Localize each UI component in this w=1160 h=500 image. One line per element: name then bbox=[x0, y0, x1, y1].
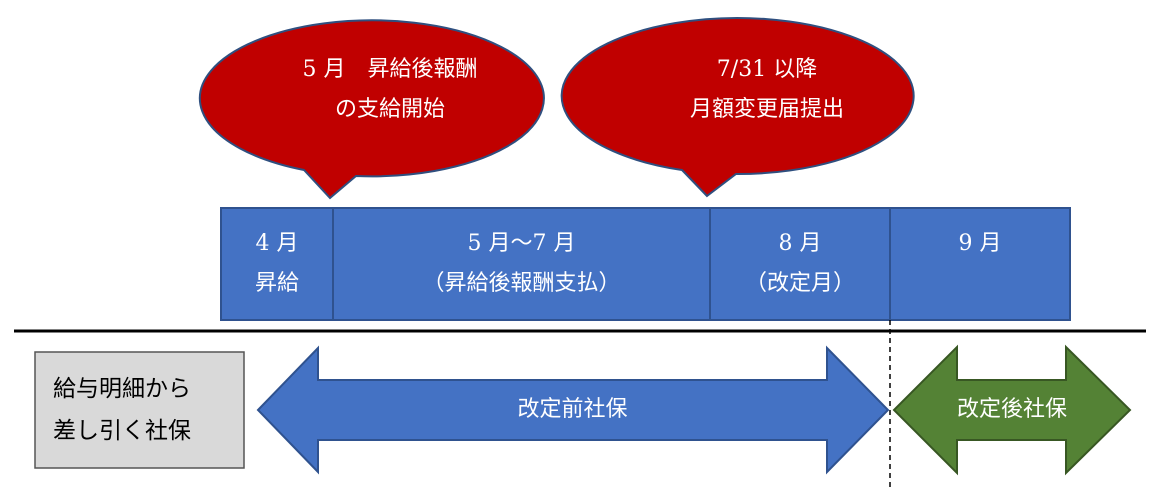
arrow-after-label: 改定後社保 bbox=[956, 397, 1067, 422]
timeline-may-july-text: 5 月～7 月 （昇給後報酬支払） bbox=[333, 224, 710, 304]
legend-text: 給与明細から 差し引く社保 bbox=[53, 368, 243, 452]
callout-1-text: 5 月 昇給後報酬 の支給開始 bbox=[220, 50, 560, 130]
legend-box bbox=[34, 351, 245, 469]
timeline-april-text: 4 月 昇給 bbox=[221, 224, 333, 304]
arrow-before-revision bbox=[256, 345, 890, 475]
callout-2-line2: 月額変更届提出 bbox=[689, 97, 844, 122]
timeline-box-may-july bbox=[332, 207, 711, 321]
callout-1-line1: 5 月 昇給後報酬 bbox=[302, 57, 478, 82]
callout-1-line2: の支給開始 bbox=[334, 97, 445, 122]
callout-2-line1: 7/31 以降 bbox=[716, 57, 818, 82]
timeline-may-july-month: 5 月～7 月 bbox=[467, 231, 576, 256]
callout-bubble-2 bbox=[560, 17, 915, 198]
timeline-august-text: 8 月 （改定月） bbox=[710, 224, 890, 304]
callout-bubble-1 bbox=[198, 19, 545, 200]
timeline-august-month: 8 月 bbox=[778, 231, 822, 256]
timeline-box-april bbox=[220, 207, 334, 321]
timeline-may-july-note: （昇給後報酬支払） bbox=[422, 271, 621, 296]
callout-2-text: 7/31 以降 月額変更届提出 bbox=[592, 50, 942, 130]
arrow-before-label: 改定前社保 bbox=[517, 397, 628, 422]
arrow-after-revision bbox=[892, 344, 1132, 476]
timeline-box-september bbox=[889, 207, 1071, 321]
timeline-september-month: 9 月 bbox=[958, 231, 1002, 256]
legend-line2: 差し引く社保 bbox=[53, 418, 191, 444]
timeline-april-month: 4 月 bbox=[255, 231, 299, 256]
timeline-august-note: （改定月） bbox=[744, 271, 855, 296]
timeline-september-text: 9 月 bbox=[890, 224, 1070, 264]
legend-line1: 給与明細から bbox=[53, 376, 191, 402]
timeline-april-note: 昇給 bbox=[254, 271, 299, 296]
